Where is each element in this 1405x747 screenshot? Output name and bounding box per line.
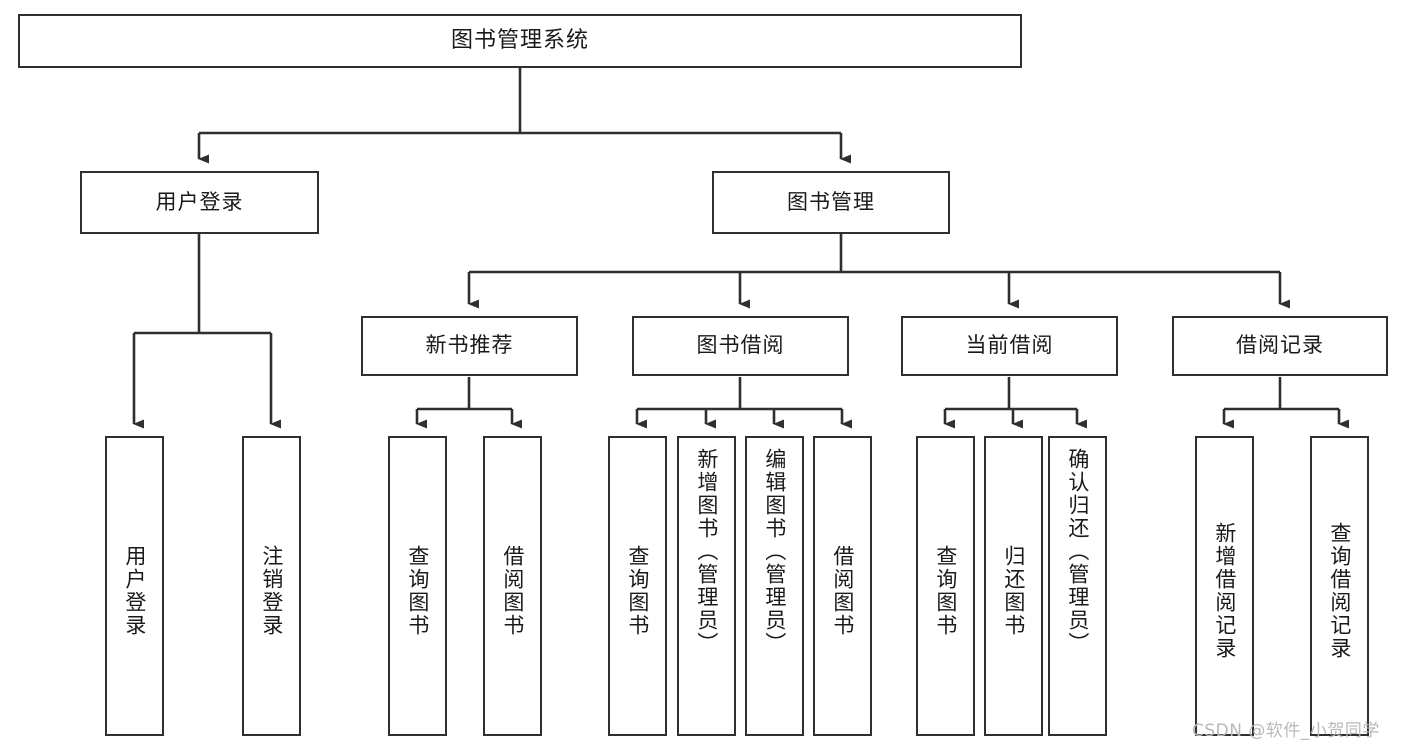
node-label: 当前借阅 (965, 333, 1054, 358)
node-new-book-recommendation[interactable]: 新书推荐 (361, 316, 578, 376)
leaf-return-book[interactable]: 归还图书 (984, 436, 1043, 736)
node-label: 查询图书 (625, 545, 650, 637)
leaf-edit-book-admin[interactable]: 编辑图书（管理员） (745, 436, 804, 736)
leaf-confirm-return-admin[interactable]: 确认归还（管理员） (1048, 436, 1107, 736)
node-label: 借阅记录 (1236, 333, 1324, 358)
leaf-logout[interactable]: 注销登录 (242, 436, 301, 736)
node-current-borrowing[interactable]: 当前借阅 (901, 316, 1118, 376)
node-borrowing-record[interactable]: 借阅记录 (1172, 316, 1388, 376)
node-label: 注销登录 (259, 545, 284, 637)
leaf-user-login[interactable]: 用户登录 (105, 436, 164, 736)
node-user-login[interactable]: 用户登录 (80, 171, 319, 234)
node-label: 编辑图书（管理员） (762, 448, 787, 655)
node-label: 查询借阅记录 (1327, 522, 1352, 660)
node-label: 借阅图书 (500, 545, 525, 637)
node-label: 用户登录 (155, 189, 244, 214)
node-label: 新增借阅记录 (1212, 522, 1237, 660)
leaf-query-borrow-record[interactable]: 查询借阅记录 (1310, 436, 1369, 736)
leaf-add-book-admin[interactable]: 新增图书（管理员） (677, 436, 736, 736)
node-label: 新书推荐 (425, 333, 514, 358)
node-label: 借阅图书 (830, 545, 855, 637)
node-label: 图书管理 (787, 189, 875, 214)
node-label: 确认归还（管理员） (1065, 448, 1090, 655)
node-label: 图书管理系统 (450, 27, 589, 53)
leaf-query-book-borrow[interactable]: 查询图书 (608, 436, 667, 736)
node-root-book-management-system[interactable]: 图书管理系统 (18, 14, 1022, 68)
leaf-add-borrow-record[interactable]: 新增借阅记录 (1195, 436, 1254, 736)
node-book-borrowing[interactable]: 图书借阅 (632, 316, 849, 376)
node-label: 新增图书（管理员） (694, 448, 719, 655)
node-label: 查询图书 (405, 545, 430, 637)
node-label: 查询图书 (933, 545, 958, 637)
node-label: 图书借阅 (696, 333, 785, 358)
leaf-query-book-new[interactable]: 查询图书 (388, 436, 447, 736)
node-label: 归还图书 (1001, 545, 1026, 637)
leaf-borrow-book-new[interactable]: 借阅图书 (483, 436, 542, 736)
leaf-query-book-current[interactable]: 查询图书 (916, 436, 975, 736)
csdn-watermark: CSDN @软件_小贺同学 (1192, 721, 1380, 741)
node-label: 用户登录 (122, 545, 147, 637)
node-book-management[interactable]: 图书管理 (712, 171, 950, 234)
leaf-borrow-book[interactable]: 借阅图书 (813, 436, 872, 736)
